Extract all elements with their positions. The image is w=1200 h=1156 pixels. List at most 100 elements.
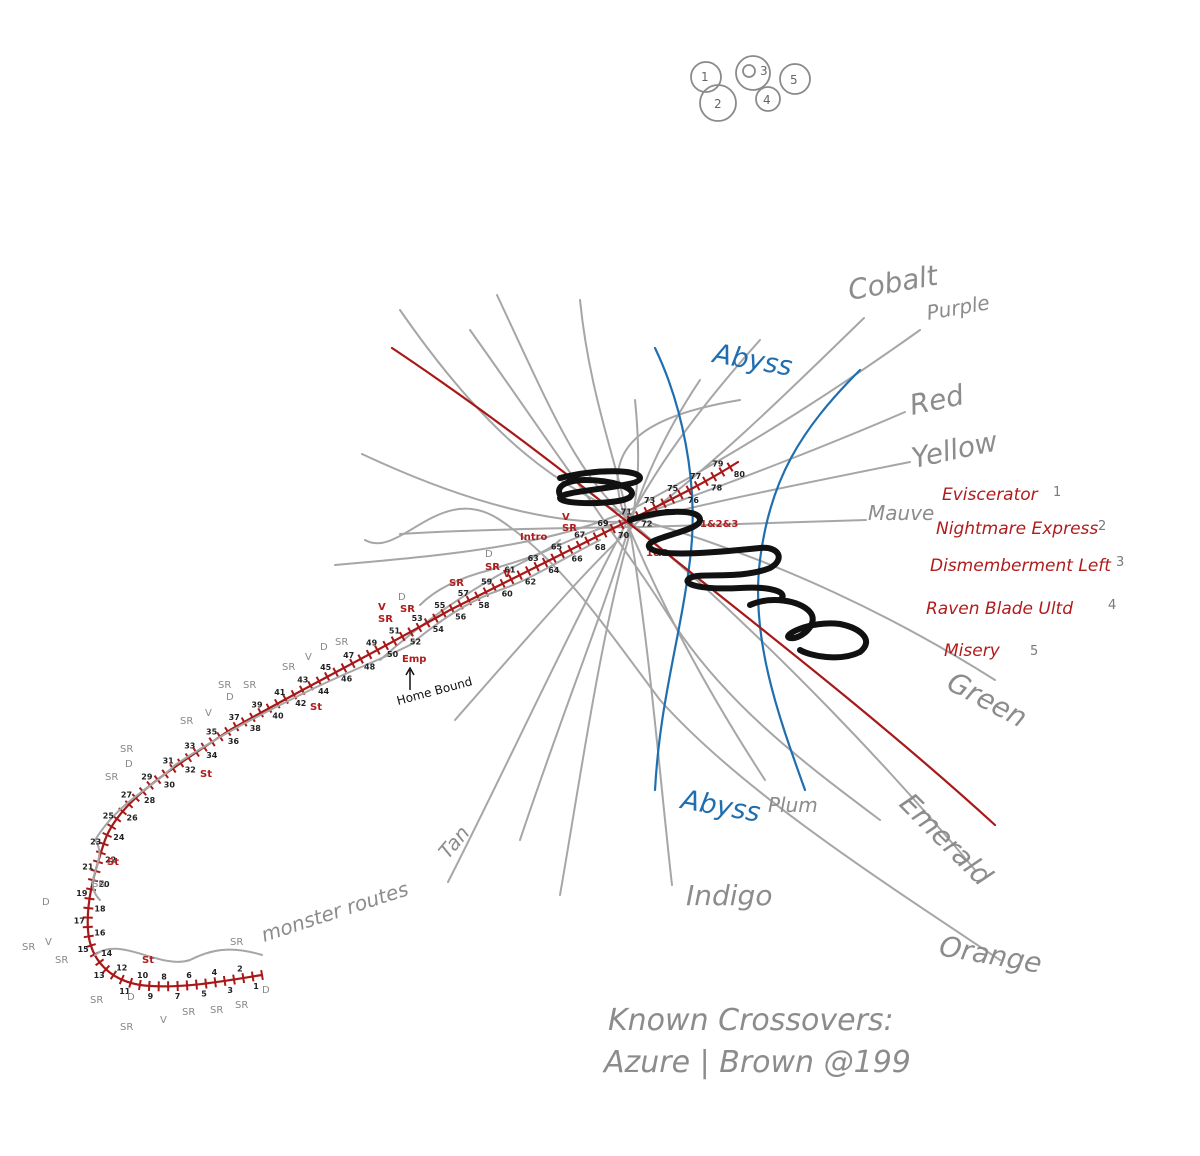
abyss-bottom-label: Abyss xyxy=(677,784,763,829)
tan-line xyxy=(447,339,761,883)
stop-number: 68 xyxy=(595,543,607,552)
circle-2 xyxy=(699,84,737,122)
route-tick xyxy=(693,480,701,491)
stop-number: 21 xyxy=(82,863,94,872)
stop-number: 14 xyxy=(101,949,113,958)
route-tick xyxy=(224,726,232,737)
route-tick xyxy=(138,979,142,991)
sr-marker: SR xyxy=(210,1005,223,1016)
v-marker: V xyxy=(205,708,212,719)
stop-number: 51 xyxy=(389,626,401,635)
stop-number: 53 xyxy=(412,614,423,623)
circle-4-label: 4 xyxy=(763,93,771,107)
v-marker: V xyxy=(378,602,386,613)
route-tick xyxy=(567,544,574,555)
st-marker: St xyxy=(200,769,212,780)
yellow-label: Yellow xyxy=(909,424,1001,474)
route-tick xyxy=(340,663,348,673)
route-tick xyxy=(609,523,616,534)
route-tick xyxy=(118,974,125,985)
circle-3-inner xyxy=(742,64,756,78)
orange-label: Orange xyxy=(937,929,1045,979)
cobalt-label: Cobalt xyxy=(845,259,941,307)
stop-number: 30 xyxy=(164,780,176,789)
loop-segment xyxy=(419,539,561,606)
stop-number: 76 xyxy=(688,496,700,505)
route-tick xyxy=(575,540,583,551)
v-marker: V xyxy=(503,569,511,580)
legend-item-4-num: 4 xyxy=(1108,598,1116,613)
route-tick xyxy=(83,934,94,939)
route-tick xyxy=(128,977,134,988)
stop-number: 16 xyxy=(94,928,106,937)
abyss-line-left xyxy=(653,346,694,792)
monster-routes-note: monster routes xyxy=(258,877,411,947)
stop-number: 78 xyxy=(711,483,723,492)
sr-marker: SR xyxy=(400,604,415,615)
stop-number: 67 xyxy=(574,531,585,540)
sr-marker: SR xyxy=(182,1007,195,1018)
sr-marker: SR xyxy=(120,1022,133,1033)
route-tick xyxy=(499,578,506,589)
route-tick xyxy=(407,627,414,637)
route-tick xyxy=(440,608,448,619)
route-tick xyxy=(365,649,373,660)
sr-marker: SR xyxy=(92,879,105,890)
stop-number: 13 xyxy=(94,971,105,980)
route-tick xyxy=(260,969,264,981)
route-tick xyxy=(98,841,109,847)
stop-number: 55 xyxy=(434,601,446,610)
sr-marker: SR xyxy=(120,744,133,755)
stop-number: 50 xyxy=(387,650,399,659)
stop-number: 66 xyxy=(572,555,584,564)
stop-number: 37 xyxy=(229,713,240,722)
route-tick xyxy=(195,979,198,990)
route-tick xyxy=(109,970,118,980)
sr-marker: SR xyxy=(230,937,243,948)
orange-line xyxy=(364,507,1001,961)
route-tick xyxy=(147,980,151,991)
route-tick xyxy=(102,831,113,839)
d-marker: D xyxy=(125,759,133,770)
route-tick xyxy=(124,800,134,809)
stop-number: 40 xyxy=(272,712,284,721)
stop-number: 44 xyxy=(318,687,330,696)
stop-number: 23 xyxy=(90,837,101,846)
scribble-middle xyxy=(627,508,786,603)
stop-number: 22 xyxy=(105,856,116,865)
route-tick xyxy=(651,502,659,513)
abyss-line-right xyxy=(756,368,862,792)
indigo-line xyxy=(579,299,673,886)
stop-number: 80 xyxy=(734,470,746,479)
st-marker: St xyxy=(310,702,322,713)
stop-number: 32 xyxy=(185,766,196,775)
route-tick xyxy=(415,622,423,633)
route-tick xyxy=(432,613,439,624)
stop-number: 65 xyxy=(551,542,563,551)
route-tick xyxy=(533,561,540,572)
stop-number: 2 xyxy=(237,964,243,973)
stop-number: 61 xyxy=(504,566,516,575)
stop-number: 57 xyxy=(458,589,469,598)
v-marker: V xyxy=(160,1015,167,1026)
stop-number: 64 xyxy=(548,566,560,575)
stop-number: 52 xyxy=(410,638,421,647)
sr-marker: SR xyxy=(485,562,500,573)
loop-segment xyxy=(409,539,601,646)
extra-line-2 xyxy=(559,399,640,896)
extra-line-1 xyxy=(519,379,701,841)
stop-number: 27 xyxy=(121,790,132,799)
d-marker: D xyxy=(226,692,234,703)
route-tick xyxy=(250,971,255,982)
stop-number: 6 xyxy=(186,971,192,980)
route-tick xyxy=(83,906,94,910)
route-tick xyxy=(240,717,248,727)
d-marker: D xyxy=(485,549,493,560)
route-tick xyxy=(357,654,364,664)
route-tick xyxy=(516,570,523,581)
route-tick xyxy=(584,536,591,547)
scribble-lower xyxy=(747,597,869,661)
purple-label: Purple xyxy=(925,290,992,325)
homebound-note: Home Bound xyxy=(395,674,474,708)
stop-number: 10 xyxy=(137,971,149,980)
